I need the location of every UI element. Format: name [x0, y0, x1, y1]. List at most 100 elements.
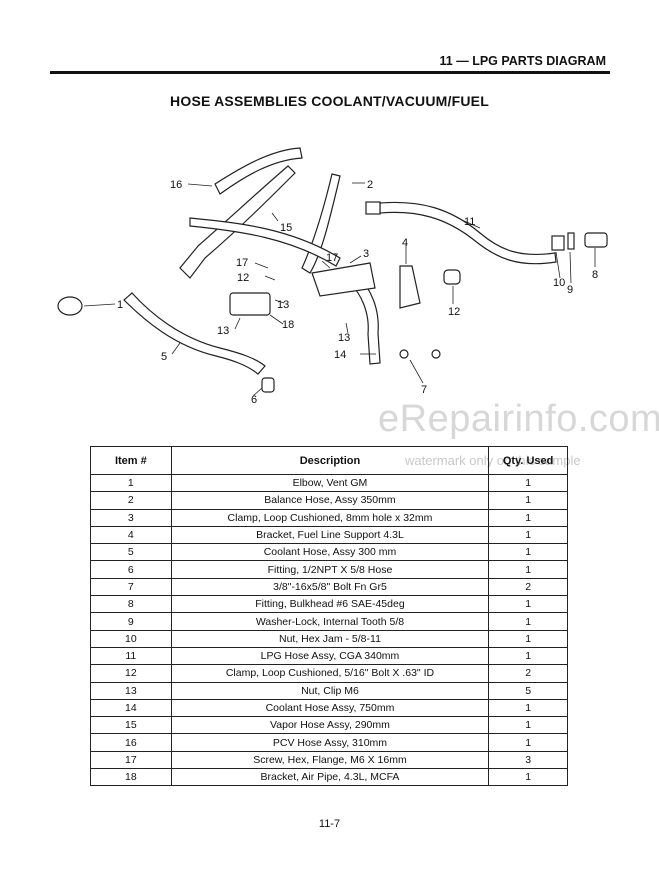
- callout-14: 14: [334, 349, 346, 361]
- callout-3: 3: [363, 248, 369, 260]
- cell-description: Nut, Clip M6: [170, 681, 490, 700]
- callout-13-mid: 13: [277, 299, 289, 311]
- cell-description: Nut, Hex Jam - 5/8-11: [170, 629, 490, 648]
- hose-11: [379, 201, 557, 265]
- cell-item: 15: [90, 716, 172, 735]
- cell-qty: 1: [488, 733, 568, 752]
- table-header-row: Item # Description Qty. Used: [90, 446, 568, 475]
- cell-qty: 1: [488, 508, 568, 527]
- callout-4: 4: [402, 237, 408, 249]
- cell-item: 5: [90, 543, 172, 562]
- callout-2: 2: [367, 179, 373, 191]
- cell-description: 3/8"-16x5/8" Bolt Fn Gr5: [170, 577, 490, 597]
- column-header-qty: Qty. Used: [488, 446, 568, 475]
- cell-description: PCV Hose Assy, 310mm: [170, 733, 490, 752]
- callout-10: 10: [553, 277, 565, 289]
- parts-diagram: 16 2 15 11 4 17 3 10 9 8 12 1 12 17 13 1…: [57, 147, 608, 406]
- bolt-7a: [399, 349, 409, 359]
- callout-8: 8: [592, 269, 598, 281]
- hose-rear: [189, 217, 341, 267]
- diagram-callouts: 16 2 15 11 4 17 3 10 9 8 12 1 12 17 13 1…: [117, 179, 598, 406]
- cell-qty: 1: [488, 595, 568, 614]
- callout-6: 6: [251, 394, 257, 406]
- callout-1: 1: [117, 299, 123, 311]
- cell-item: 11: [90, 646, 172, 666]
- hose-16: [214, 147, 303, 195]
- section-header: 11 — LPG PARTS DIAGRAM: [439, 54, 606, 68]
- cell-item: 9: [90, 612, 172, 631]
- cell-item: 13: [90, 681, 172, 700]
- callout-12-left: 12: [237, 272, 249, 284]
- callout-13-left: 13: [217, 325, 229, 337]
- washer-9: [567, 232, 575, 250]
- cell-qty: 1: [488, 525, 568, 545]
- cell-qty: 1: [488, 698, 568, 718]
- cell-qty: 1: [488, 768, 568, 787]
- cell-description: Coolant Hose Assy, 750mm: [170, 698, 490, 718]
- callout-17-top: 17: [326, 252, 338, 264]
- cell-description: Balance Hose, Assy 350mm: [170, 491, 490, 510]
- cell-qty: 5: [488, 681, 568, 700]
- page-title: HOSE ASSEMBLIES COOLANT/VACUUM/FUEL: [170, 93, 489, 109]
- cell-qty: 1: [488, 560, 568, 579]
- cell-qty: 1: [488, 716, 568, 735]
- cell-item: 3: [90, 508, 172, 527]
- callout-12-right: 12: [448, 306, 460, 318]
- cell-qty: 1: [488, 612, 568, 631]
- page-number: 11-7: [318, 818, 341, 830]
- cell-item: 12: [90, 664, 172, 683]
- cell-item: 14: [90, 698, 172, 718]
- cell-item: 8: [90, 595, 172, 614]
- cell-description: Coolant Hose, Assy 300 mm: [170, 543, 490, 562]
- header-rule: [50, 71, 610, 74]
- watermark: eRepairinfo.com: [378, 398, 659, 440]
- clamp-12: [443, 269, 461, 285]
- callout-7: 7: [421, 384, 427, 396]
- callout-11: 11: [464, 216, 475, 228]
- cell-description: Bracket, Air Pipe, 4.3L, MCFA: [170, 768, 490, 787]
- cell-qty: 1: [488, 629, 568, 648]
- callout-17-left: 17: [236, 257, 248, 269]
- hose-15: [179, 165, 296, 279]
- cell-item: 1: [90, 473, 172, 493]
- cell-description: Fitting, Bulkhead #6 SAE-45deg: [170, 595, 490, 614]
- cell-description: Screw, Hex, Flange, M6 X 16mm: [170, 750, 490, 770]
- cell-item: 2: [90, 491, 172, 510]
- cell-qty: 1: [488, 646, 568, 666]
- bracket-3: [311, 262, 376, 297]
- bracket-18: [229, 292, 271, 316]
- callout-13-right: 13: [338, 332, 350, 344]
- cell-description: Bracket, Fuel Line Support 4.3L: [170, 525, 490, 545]
- column-header-item: Item #: [90, 446, 172, 475]
- callout-16: 16: [170, 179, 182, 191]
- cell-description: LPG Hose Assy, CGA 340mm: [170, 646, 490, 666]
- cell-qty: 1: [488, 473, 568, 493]
- nut-10: [551, 235, 565, 251]
- cell-item: 7: [90, 577, 172, 597]
- cell-description: Vapor Hose Assy, 290mm: [170, 716, 490, 735]
- column-header-description: Description: [170, 446, 490, 475]
- cell-description: Elbow, Vent GM: [170, 473, 490, 493]
- cell-item: 17: [90, 750, 172, 770]
- cell-description: Washer-Lock, Internal Tooth 5/8: [170, 612, 490, 631]
- cell-item: 4: [90, 525, 172, 545]
- bolt-7b: [431, 349, 441, 359]
- cell-qty: 2: [488, 664, 568, 683]
- cell-item: 6: [90, 560, 172, 579]
